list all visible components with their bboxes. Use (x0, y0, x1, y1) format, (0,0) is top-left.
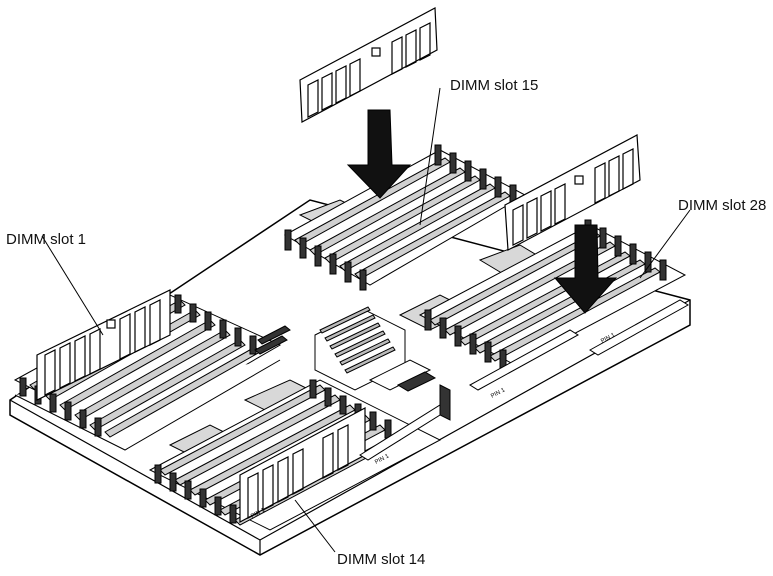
callout-dimm-slot-1: DIMM slot 1 (6, 231, 87, 248)
install-arrow-right (553, 224, 618, 314)
callout-dimm-slot-14: DIMM slot 14 (337, 551, 426, 568)
callout-dimm-slot-28: DIMM slot 28 (678, 197, 767, 214)
dimm-module-top (299, 7, 438, 123)
install-arrow-top (346, 109, 412, 199)
dimm-bank-left (13, 294, 282, 451)
callout-dimm-slot-15: DIMM slot 15 (450, 77, 539, 94)
chipset-heatsink (314, 306, 437, 392)
dimm-module-right (504, 134, 641, 251)
callout-leaders (41, 87, 691, 553)
dimm-module-slot-1 (36, 289, 171, 401)
empty-dimm-slot (359, 384, 451, 461)
dimm-bank-top (283, 144, 527, 291)
connector-small (254, 325, 291, 355)
